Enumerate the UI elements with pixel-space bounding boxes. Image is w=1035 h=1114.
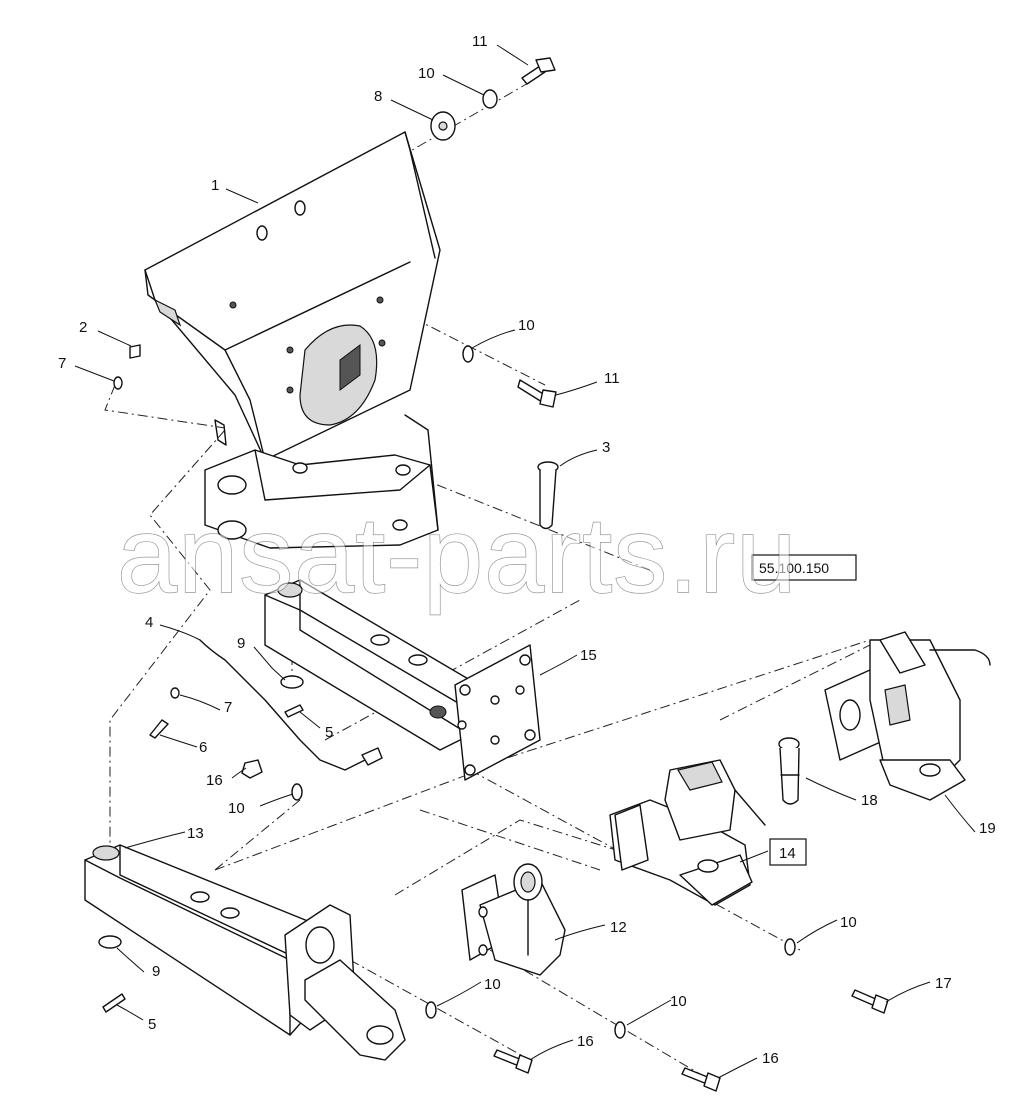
boxed-reference-55-100-150: 55.100.150 bbox=[751, 554, 857, 581]
watermark-text: ansat-parts.ru bbox=[117, 494, 797, 615]
callout-5-top: 5 bbox=[325, 724, 333, 741]
pin-part-18 bbox=[778, 737, 800, 805]
bolt-part-16-a bbox=[493, 1049, 533, 1074]
washer-part-10-b1 bbox=[425, 1001, 437, 1019]
washer-part-10-b3 bbox=[784, 938, 796, 956]
callout-15: 15 bbox=[580, 647, 597, 664]
bolt-part-11-right bbox=[517, 379, 557, 408]
bolt-part-6 bbox=[149, 719, 169, 739]
mounting-bracket-part-1 bbox=[144, 131, 441, 549]
automatic-hitch-part-19 bbox=[824, 631, 991, 801]
leader-lines bbox=[74, 44, 976, 1079]
callout-7-mid: 7 bbox=[224, 699, 232, 716]
coupling-jaw-part-14 bbox=[609, 759, 766, 906]
callout-labels: 11 10 8 1 2 7 10 11 3 4 15 9 7 5 6 16 10… bbox=[58, 33, 996, 1067]
washer-part-10-top bbox=[482, 89, 498, 109]
boxed-callout-14: 14 bbox=[769, 838, 807, 866]
callout-10-right: 10 bbox=[518, 317, 535, 334]
washer-part-9-top bbox=[280, 675, 304, 689]
cable-part-4 bbox=[199, 639, 383, 771]
callout-11-top: 11 bbox=[472, 33, 488, 50]
callout-16-a: 16 bbox=[577, 1033, 594, 1050]
callout-14: 14 bbox=[779, 845, 796, 862]
pin-part-3 bbox=[537, 461, 559, 530]
callout-9-top: 9 bbox=[237, 635, 245, 652]
callout-13: 13 bbox=[187, 825, 204, 842]
callout-10-top: 10 bbox=[418, 65, 435, 82]
pin-part-5-bottom bbox=[102, 993, 126, 1013]
nut-part-17 bbox=[241, 759, 263, 779]
washer-part-9-bottom bbox=[98, 935, 122, 949]
washer-part-10-right bbox=[462, 345, 474, 363]
callout-17: 16 bbox=[206, 772, 223, 789]
callout-1: 1 bbox=[211, 177, 219, 194]
bolt-part-16-b bbox=[681, 1067, 721, 1092]
callout-10-left: 10 bbox=[228, 800, 245, 817]
drawbar-with-hook-part-13 bbox=[84, 844, 406, 1061]
bolt-part-2 bbox=[129, 344, 141, 359]
pin-part-5-top bbox=[284, 704, 304, 718]
callout-8: 8 bbox=[374, 88, 382, 105]
callout-18: 18 bbox=[861, 792, 878, 809]
callout-12: 12 bbox=[610, 919, 627, 936]
callout-19: 19 bbox=[979, 820, 996, 837]
washer-part-10-b2 bbox=[614, 1021, 626, 1039]
bolt-part-16-c bbox=[851, 989, 889, 1014]
bolt-part-11-top bbox=[521, 57, 556, 85]
washer-part-10-left bbox=[291, 783, 303, 801]
callout-10-b1: 10 bbox=[484, 976, 501, 993]
callout-10-b3: 10 bbox=[840, 914, 857, 931]
washer-part-7-mid bbox=[170, 687, 180, 699]
pin-hook-part-12 bbox=[461, 863, 566, 976]
reference-section-label: 55.100.150 bbox=[759, 560, 829, 576]
callout-5-bottom: 5 bbox=[148, 1016, 156, 1033]
callout-11-right: 11 bbox=[604, 370, 620, 387]
washer-part-8-hole bbox=[438, 121, 448, 131]
callout-6: 6 bbox=[199, 739, 207, 756]
callout-4: 4 bbox=[145, 614, 153, 631]
washer-part-7-top bbox=[113, 376, 123, 390]
drawbar-frame-part-15 bbox=[264, 579, 541, 781]
callout-2: 2 bbox=[79, 319, 87, 336]
callout-9-bottom: 9 bbox=[152, 963, 160, 980]
callout-7-top: 7 bbox=[58, 355, 66, 372]
callout-16-c: 17 bbox=[935, 975, 952, 992]
callout-3: 3 bbox=[602, 439, 610, 456]
callout-16-b: 16 bbox=[762, 1050, 779, 1067]
callout-10-b2: 10 bbox=[670, 993, 687, 1010]
